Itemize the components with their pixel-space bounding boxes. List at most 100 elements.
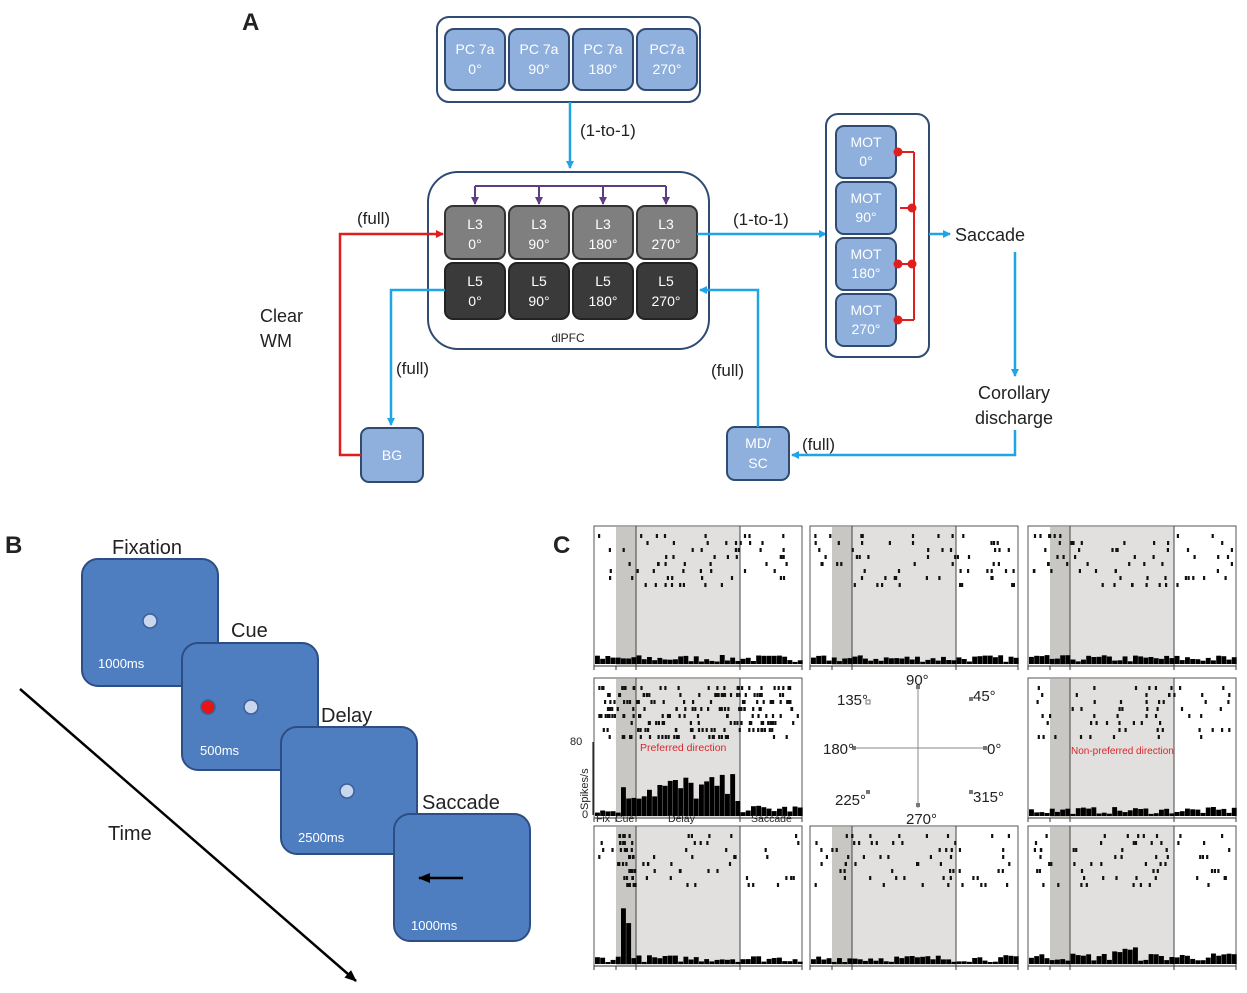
spike-tick [829, 534, 832, 538]
spike-tick [1090, 862, 1093, 866]
histogram-bar [610, 959, 616, 964]
spike-tick [766, 855, 769, 859]
spike-tick [1186, 548, 1190, 552]
spike-tick [619, 841, 622, 845]
spike-tick [961, 583, 964, 587]
histogram-bar [1070, 953, 1076, 964]
y-max-tick: 80 [570, 736, 582, 748]
spike-tick [1072, 848, 1075, 852]
spike-tick [733, 721, 736, 725]
spike-tick [821, 562, 824, 566]
histogram-bar [782, 806, 788, 816]
spike-tick [758, 693, 762, 697]
spike-tick [682, 569, 685, 573]
spike-tick [1070, 541, 1073, 545]
spike-tick [1155, 855, 1158, 859]
spike-tick [640, 686, 643, 690]
histogram-bar [1143, 808, 1149, 816]
spike-tick [606, 728, 609, 732]
histogram-bar [1143, 959, 1149, 964]
spike-tick [1100, 841, 1103, 845]
spike-tick [607, 693, 610, 697]
spike-tick [962, 534, 965, 538]
spike-tick [622, 548, 625, 552]
spike-tick [843, 876, 846, 880]
direction-cross: 90° 45° 135° 180° 0° 225° 270° 315° [823, 672, 1004, 828]
histogram-bar [1205, 657, 1211, 664]
spike-tick [664, 562, 667, 566]
histogram-bar [1159, 809, 1164, 816]
spike-tick [1002, 855, 1005, 859]
spike-tick [844, 862, 847, 866]
histogram-bar [951, 961, 957, 964]
spike-tick [692, 700, 695, 704]
spike-tick [1176, 534, 1179, 538]
histogram-bar [811, 959, 816, 964]
spike-tick [618, 693, 622, 697]
spike-tick [708, 735, 711, 739]
spike-tick [892, 841, 895, 845]
spike-tick [693, 735, 696, 739]
spike-tick [1145, 714, 1148, 718]
spike-tick [744, 693, 747, 697]
bg-label: BG [382, 447, 402, 463]
spike-tick [1094, 569, 1098, 573]
histogram-bar [595, 655, 600, 664]
spike-tick [691, 707, 694, 711]
histogram-bar [673, 955, 678, 964]
spike-tick [1100, 862, 1103, 866]
histogram-bar [1034, 956, 1040, 964]
spike-tick [763, 728, 766, 732]
spike-tick [1134, 686, 1138, 690]
spike-tick [777, 686, 780, 690]
spike-tick [672, 555, 675, 559]
spike-tick [895, 876, 898, 880]
spike-tick [795, 834, 798, 838]
pc-box [508, 28, 570, 91]
histogram-bar [941, 959, 946, 964]
spike-tick [1154, 714, 1158, 718]
spike-tick [761, 541, 764, 545]
spike-tick [608, 548, 611, 552]
spike-tick [752, 883, 755, 887]
spike-tick [751, 714, 754, 718]
spike-tick [839, 869, 842, 873]
spike-tick [1045, 834, 1048, 838]
spike-tick [1200, 714, 1203, 718]
spike-tick [891, 869, 894, 873]
cue-epoch-shade [1050, 527, 1070, 665]
spike-tick [1228, 848, 1231, 852]
epoch-delay: Delay [668, 813, 696, 825]
spike-tick [625, 848, 628, 852]
spike-tick [961, 883, 964, 887]
spike-tick [1050, 862, 1053, 866]
histogram-bar [662, 785, 668, 816]
histogram-bar [1044, 958, 1050, 964]
spike-tick [861, 541, 864, 545]
histogram-bar [930, 959, 936, 964]
spike-tick [858, 555, 861, 559]
spike-tick [623, 876, 626, 880]
spike-tick [759, 548, 762, 552]
spike-tick [1121, 707, 1124, 711]
spike-tick [1132, 721, 1135, 725]
histogram-bar [1211, 807, 1216, 816]
histogram-bar [1081, 807, 1086, 816]
spike-tick [1148, 883, 1151, 887]
l3-box-label: L3 [595, 216, 611, 232]
spike-tick [741, 686, 744, 690]
spike-tick [1038, 869, 1041, 873]
histogram-bar [1185, 808, 1190, 816]
mot-box-angle: 0° [859, 153, 872, 169]
spike-tick [666, 576, 669, 580]
spike-tick [634, 883, 637, 887]
spike-tick [626, 883, 629, 887]
spike-tick [992, 562, 995, 566]
spike-tick [1222, 686, 1225, 690]
spike-tick [707, 686, 710, 690]
spike-tick [757, 728, 760, 732]
spike-tick [628, 855, 631, 859]
spike-tick [760, 686, 763, 690]
histogram-bar [1044, 813, 1050, 816]
histogram-bar [756, 956, 762, 964]
